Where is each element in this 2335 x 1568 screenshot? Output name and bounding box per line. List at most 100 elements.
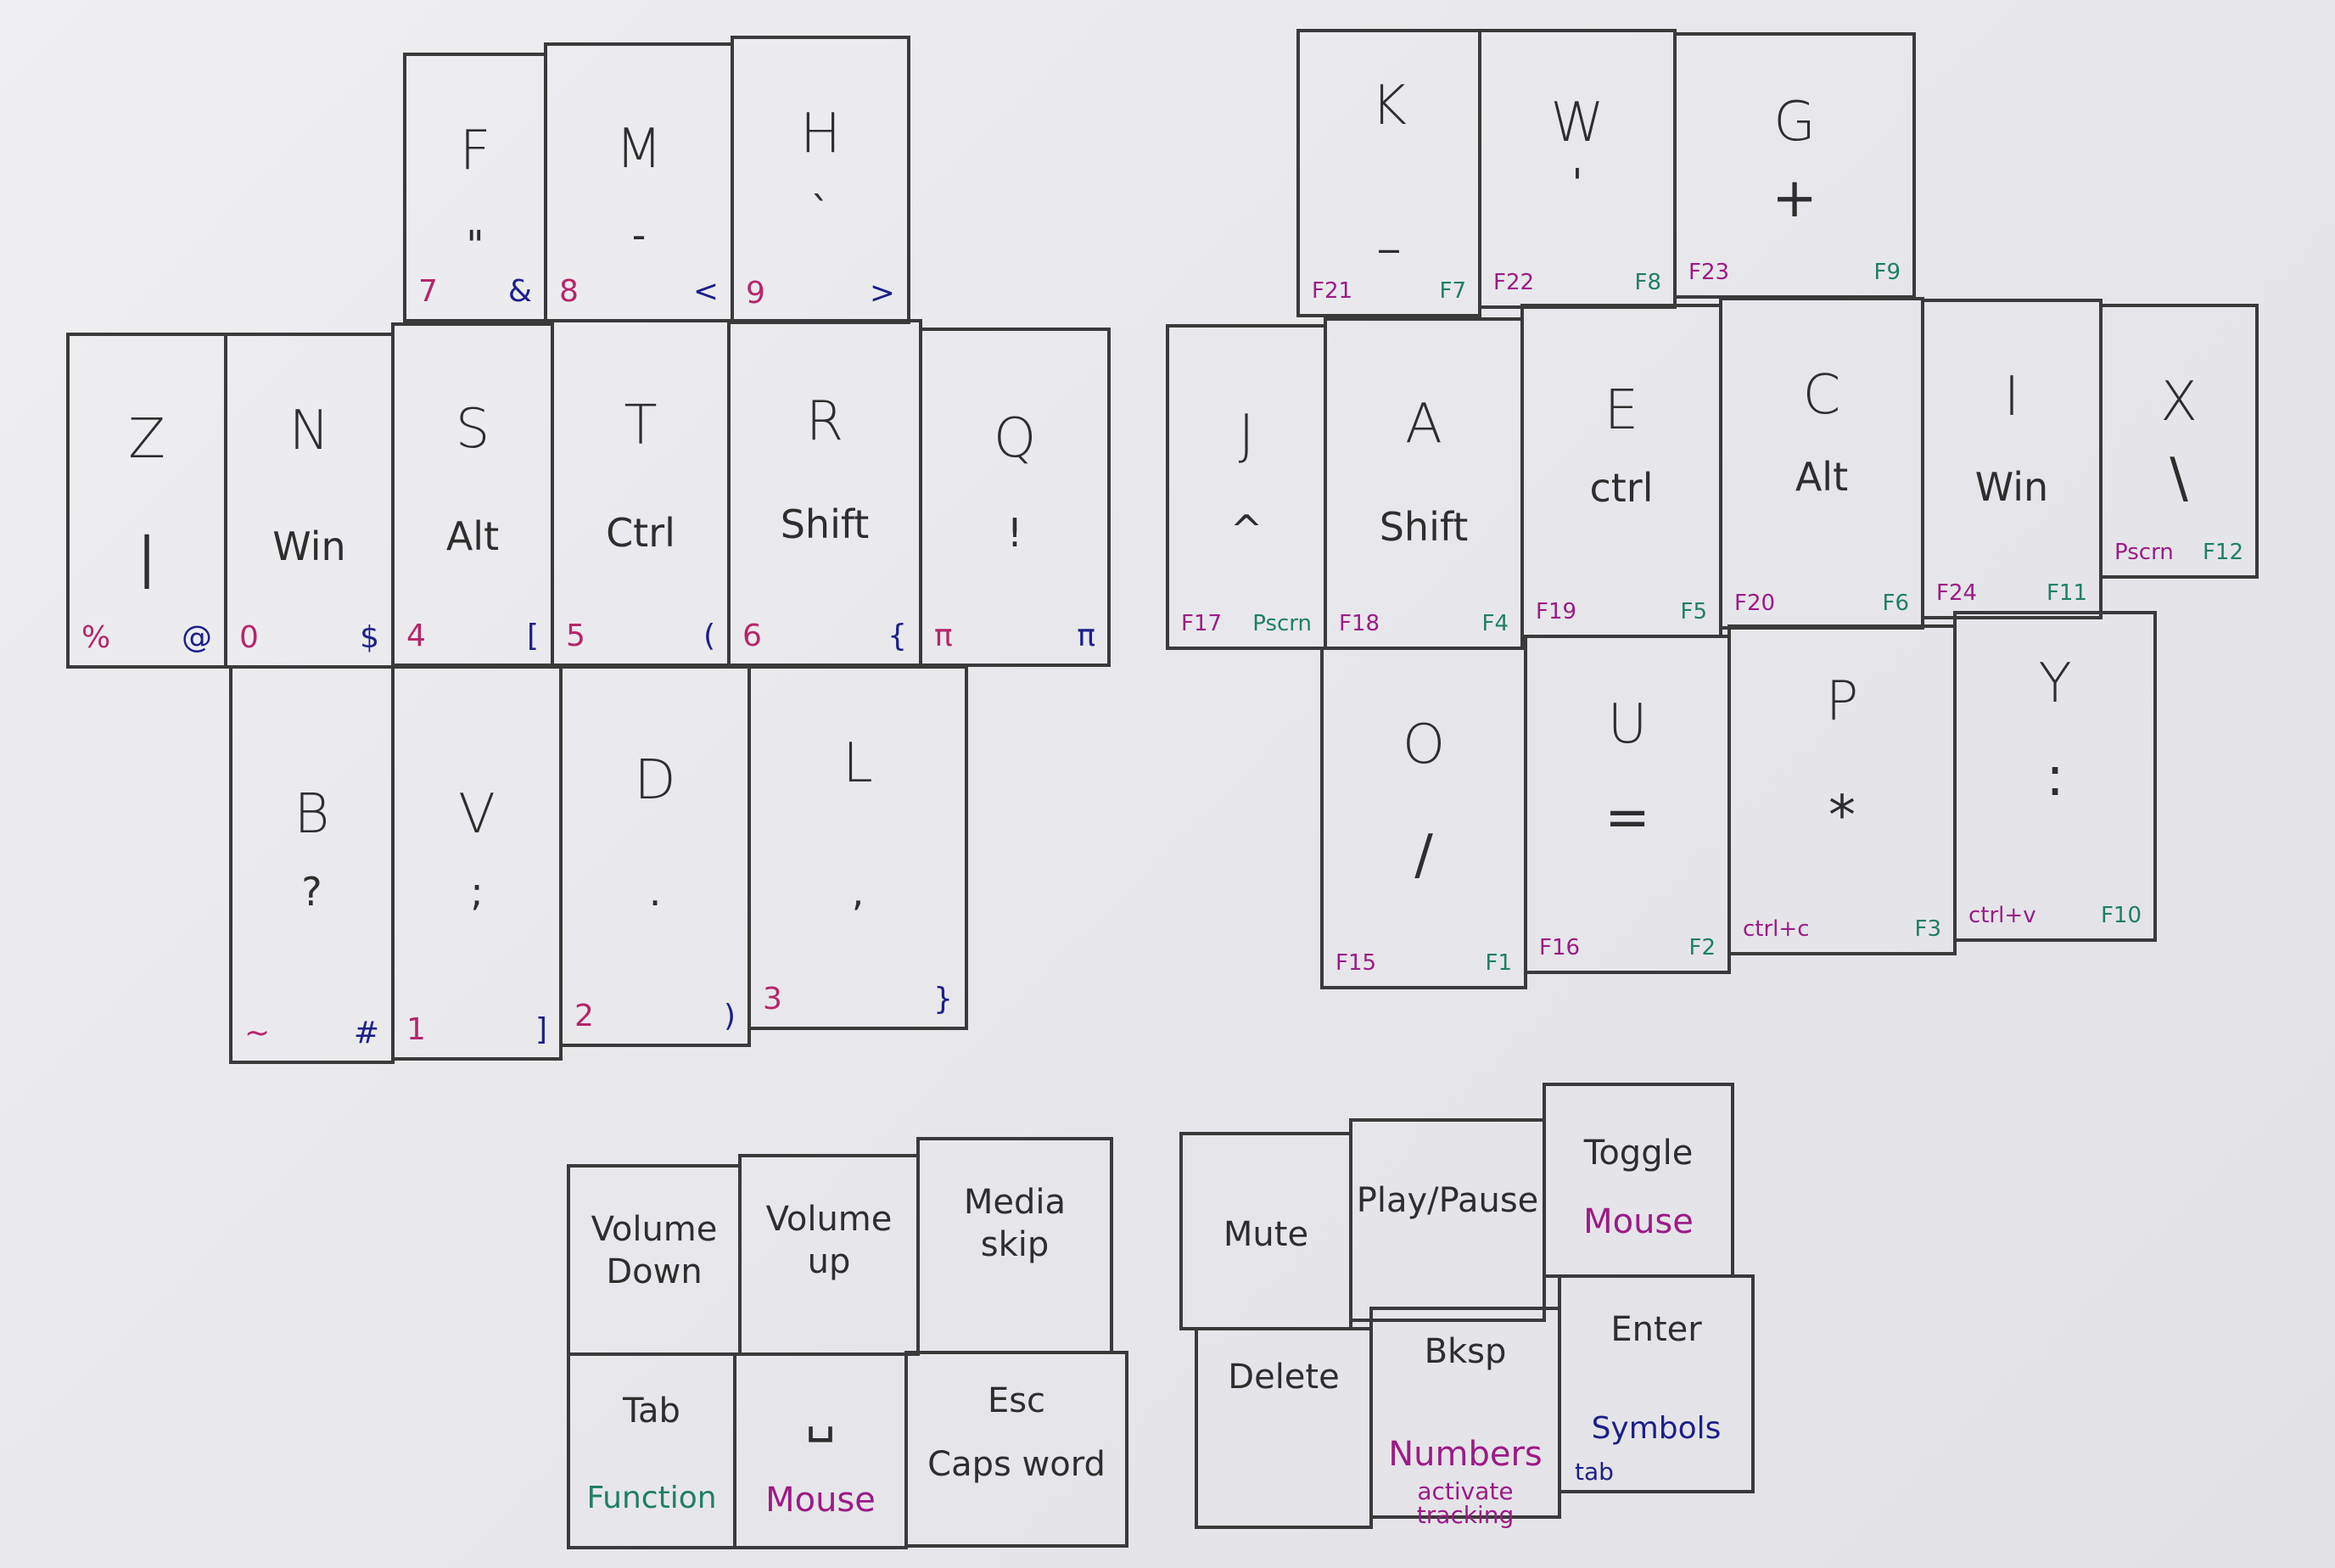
key-right-top-0[interactable]: K _ F21 F7	[1296, 29, 1481, 317]
key-right-top-1[interactable]: W ' F22 F8	[1478, 29, 1677, 309]
key-number-label: π	[934, 619, 953, 653]
thumb-key-label: Media skip	[963, 1183, 1067, 1264]
key-secondary-label: Shift	[780, 501, 870, 547]
key-symbol-label: &	[507, 274, 532, 309]
key-main-label: B	[294, 783, 330, 846]
key-main-label: A	[1405, 393, 1442, 456]
key-symbol-label: π	[1077, 619, 1095, 653]
key-left-home-4[interactable]: R Shift 6 {	[727, 319, 922, 667]
thumb-layer-label: Mouse	[765, 1481, 876, 1520]
key-symbol-label: ]	[535, 1012, 547, 1047]
thumb-left-3[interactable]: Tab Function	[567, 1352, 736, 1549]
key-left-home-2[interactable]: S Alt 4 [	[391, 322, 554, 667]
key-number-label: 1	[406, 1012, 426, 1047]
key-right-bottom-1[interactable]: U = F16 F2	[1524, 635, 1731, 974]
key-function-label: F21	[1312, 278, 1353, 304]
thumb-left-5[interactable]: Esc Caps word	[904, 1351, 1128, 1548]
key-left-top-2[interactable]: H ` 9 >	[731, 36, 910, 324]
key-number-label: 7	[418, 274, 438, 309]
thumb-left-1[interactable]: Volume up	[738, 1154, 920, 1356]
key-main-label: T	[624, 395, 658, 457]
key-right-home-1[interactable]: A Shift F18 F4	[1324, 317, 1524, 650]
key-main-label: F	[459, 120, 491, 182]
key-secondary-label: Alt	[445, 513, 500, 559]
key-function-label: F11	[2046, 580, 2087, 606]
key-secondary-label: ;	[470, 869, 484, 915]
key-secondary-label: `	[810, 188, 831, 234]
thumb-key-label: Volume Down	[591, 1210, 718, 1291]
key-function-label: F22	[1493, 270, 1535, 295]
key-left-bottom-3[interactable]: L , 3 }	[748, 665, 968, 1030]
key-left-bottom-2[interactable]: D . 2 )	[559, 665, 751, 1047]
key-secondary-label: /	[1414, 824, 1433, 887]
key-number-label: 8	[559, 274, 579, 309]
thumb-left-2[interactable]: Media skip	[916, 1137, 1113, 1354]
thumb-right-3[interactable]: Delete	[1195, 1327, 1373, 1529]
key-secondary-label: ?	[301, 869, 322, 915]
key-function-label: ctrl+c	[1743, 916, 1810, 942]
thumb-layer-label: Caps word	[927, 1445, 1106, 1484]
thumb-left-0[interactable]: Volume Down	[567, 1164, 742, 1356]
key-right-home-0[interactable]: J ^ F17 Pscrn	[1166, 324, 1327, 650]
key-secondary-label: "	[466, 222, 484, 268]
key-symbol-label: $	[360, 620, 379, 655]
key-left-bottom-1[interactable]: V ; 1 ]	[391, 665, 563, 1061]
key-secondary-label: Alt	[1795, 454, 1849, 500]
key-symbol-label: <	[692, 274, 719, 309]
thumb-right-0[interactable]: Mute	[1179, 1132, 1352, 1330]
key-secondary-label: Shift	[1379, 504, 1469, 550]
key-secondary-label: '	[1571, 160, 1583, 206]
thumb-left-4[interactable]: ␣ Mouse	[733, 1352, 908, 1549]
key-right-bottom-2[interactable]: P * ctrl+c F3	[1727, 624, 1957, 955]
key-left-top-0[interactable]: F " 7 &	[403, 53, 547, 322]
key-left-home-1[interactable]: N Win 0 $	[224, 333, 395, 669]
key-main-label: W	[1550, 92, 1604, 154]
key-number-label: 6	[742, 619, 762, 653]
key-function-label: F2	[1688, 935, 1716, 960]
key-function-label: F17	[1181, 611, 1223, 636]
key-number-label: ~	[244, 1016, 271, 1050]
key-symbol-label: {	[888, 619, 907, 653]
thumb-right-4[interactable]: Bksp Numbers activate tracking	[1369, 1307, 1561, 1527]
key-right-home-2[interactable]: E ctrl F19 F5	[1520, 304, 1722, 638]
key-symbol-label: [	[526, 619, 539, 653]
key-left-home-3[interactable]: T Ctrl 5 (	[551, 319, 731, 667]
key-left-home-0[interactable]: Z | % @	[66, 333, 227, 669]
key-function-label: F9	[1873, 260, 1901, 285]
key-secondary-label: ^	[1229, 507, 1263, 552]
key-right-home-4[interactable]: I Win F24 F11	[1921, 299, 2103, 619]
key-right-home-3[interactable]: C Alt F20 F6	[1719, 297, 1924, 630]
key-left-top-1[interactable]: M - 8 <	[544, 42, 734, 322]
key-main-label: J	[1238, 404, 1255, 467]
key-main-label: K	[1371, 75, 1407, 137]
key-secondary-label: Ctrl	[606, 510, 675, 556]
thumb-right-2[interactable]: Toggle Mouse	[1543, 1083, 1734, 1278]
key-function-label: F12	[2202, 540, 2243, 565]
key-number-label: 4	[406, 619, 426, 653]
key-right-bottom-0[interactable]: O / F15 F1	[1320, 647, 1527, 989]
key-secondary-label: .	[648, 869, 662, 915]
key-left-home-5[interactable]: Q ! π π	[919, 328, 1111, 667]
thumb-key-label: Volume up	[765, 1200, 893, 1281]
thumb-right-5[interactable]: Enter Symbols tab	[1558, 1274, 1755, 1493]
key-symbol-label: #	[353, 1016, 379, 1050]
thumb-key-label: Mute	[1223, 1215, 1309, 1254]
key-function-label: F20	[1734, 591, 1776, 616]
key-left-bottom-0[interactable]: B ? ~ #	[229, 665, 395, 1064]
key-main-label: P	[1825, 670, 1859, 733]
thumb-right-1[interactable]: Play/Pause	[1349, 1118, 1546, 1322]
key-right-home-5[interactable]: X \ Pscrn F12	[2099, 304, 2259, 579]
key-right-bottom-3[interactable]: Y : ctrl+v F10	[1953, 611, 2157, 942]
key-main-label: Z	[128, 408, 165, 471]
key-symbol-label: >	[869, 276, 895, 311]
key-main-label: E	[1604, 379, 1639, 442]
key-main-label: O	[1402, 714, 1446, 776]
key-symbol-label: (	[703, 619, 715, 653]
key-function-label: F15	[1335, 950, 1377, 976]
key-right-top-2[interactable]: G + F23 F9	[1673, 32, 1916, 299]
key-function-label: F1	[1485, 950, 1513, 976]
key-secondary-label: -	[631, 212, 647, 258]
thumb-key-label: Toggle	[1583, 1134, 1694, 1173]
key-function-label: F19	[1536, 599, 1577, 624]
